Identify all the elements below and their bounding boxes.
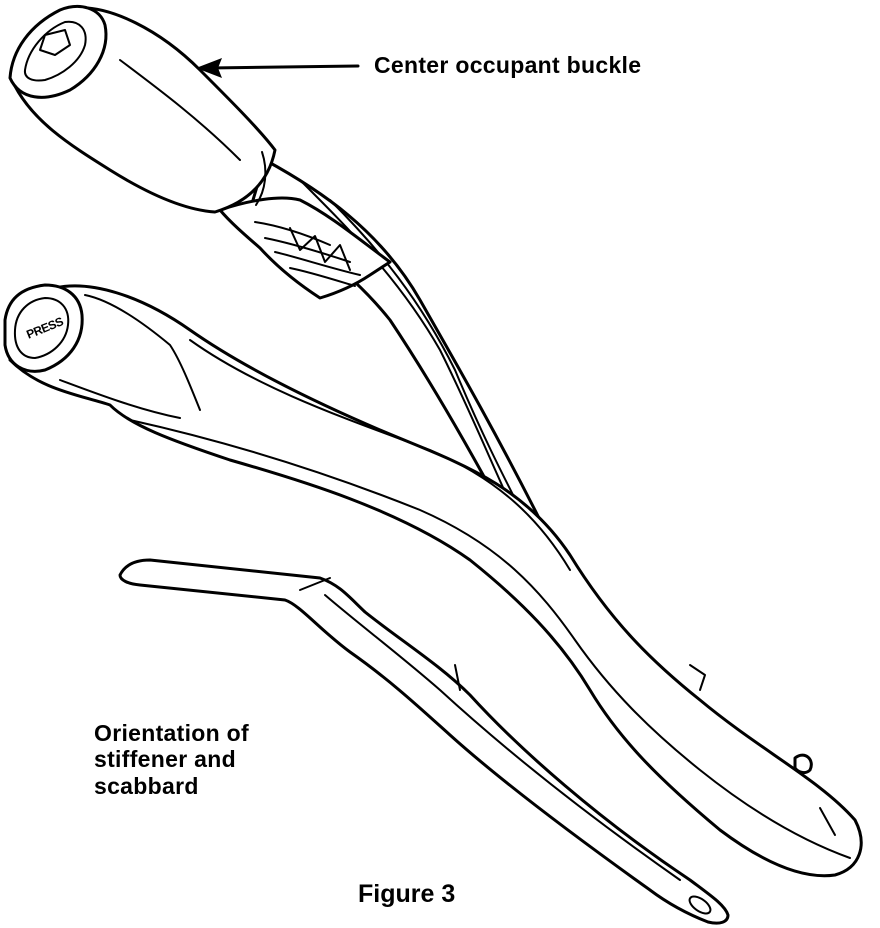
stiffener [118,558,730,925]
orientation-line-1: Orientation of [94,720,249,746]
figure-caption: Figure 3 [358,880,456,908]
orientation-callout-label: Orientation of stiffener and scabbard [94,720,249,799]
buckle-callout-label: Center occupant buckle [374,52,642,78]
webbing-fabric [218,196,392,300]
scabbard-body [8,284,863,878]
orientation-line-2: stiffener and [94,746,236,773]
buckle-callout-arrow [196,58,360,78]
orientation-line-3: scabbard [94,772,199,799]
center-occupant-buckle [8,5,277,214]
lower-buckle [3,283,201,419]
